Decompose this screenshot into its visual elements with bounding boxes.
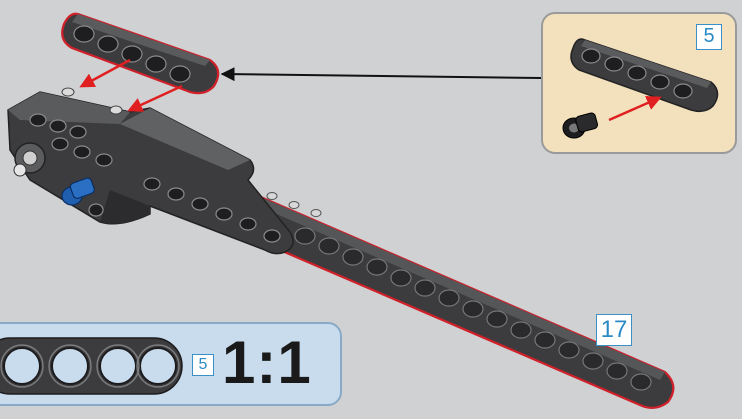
callout-illustration [562, 38, 719, 139]
scale-reference-panel: 5 1:1 [0, 322, 342, 406]
callout-part-count: 5 [696, 24, 722, 50]
gear-hub [13, 142, 46, 177]
callout-pointer-arrow [220, 67, 542, 82]
floating-beam-5 [61, 12, 220, 95]
scale-beam-illustration [0, 337, 183, 395]
scale-part-count: 5 [192, 354, 214, 376]
placement-arrows [79, 58, 183, 112]
black-pin-icon [562, 112, 598, 139]
main-assembly [7, 87, 294, 255]
subassembly-callout: 5 [541, 12, 737, 154]
scale-label: 1:1 [222, 329, 312, 396]
blue-axle-pin [61, 177, 95, 206]
long-beam-part-count: 17 [596, 314, 632, 346]
long-beam-17 [222, 186, 675, 409]
